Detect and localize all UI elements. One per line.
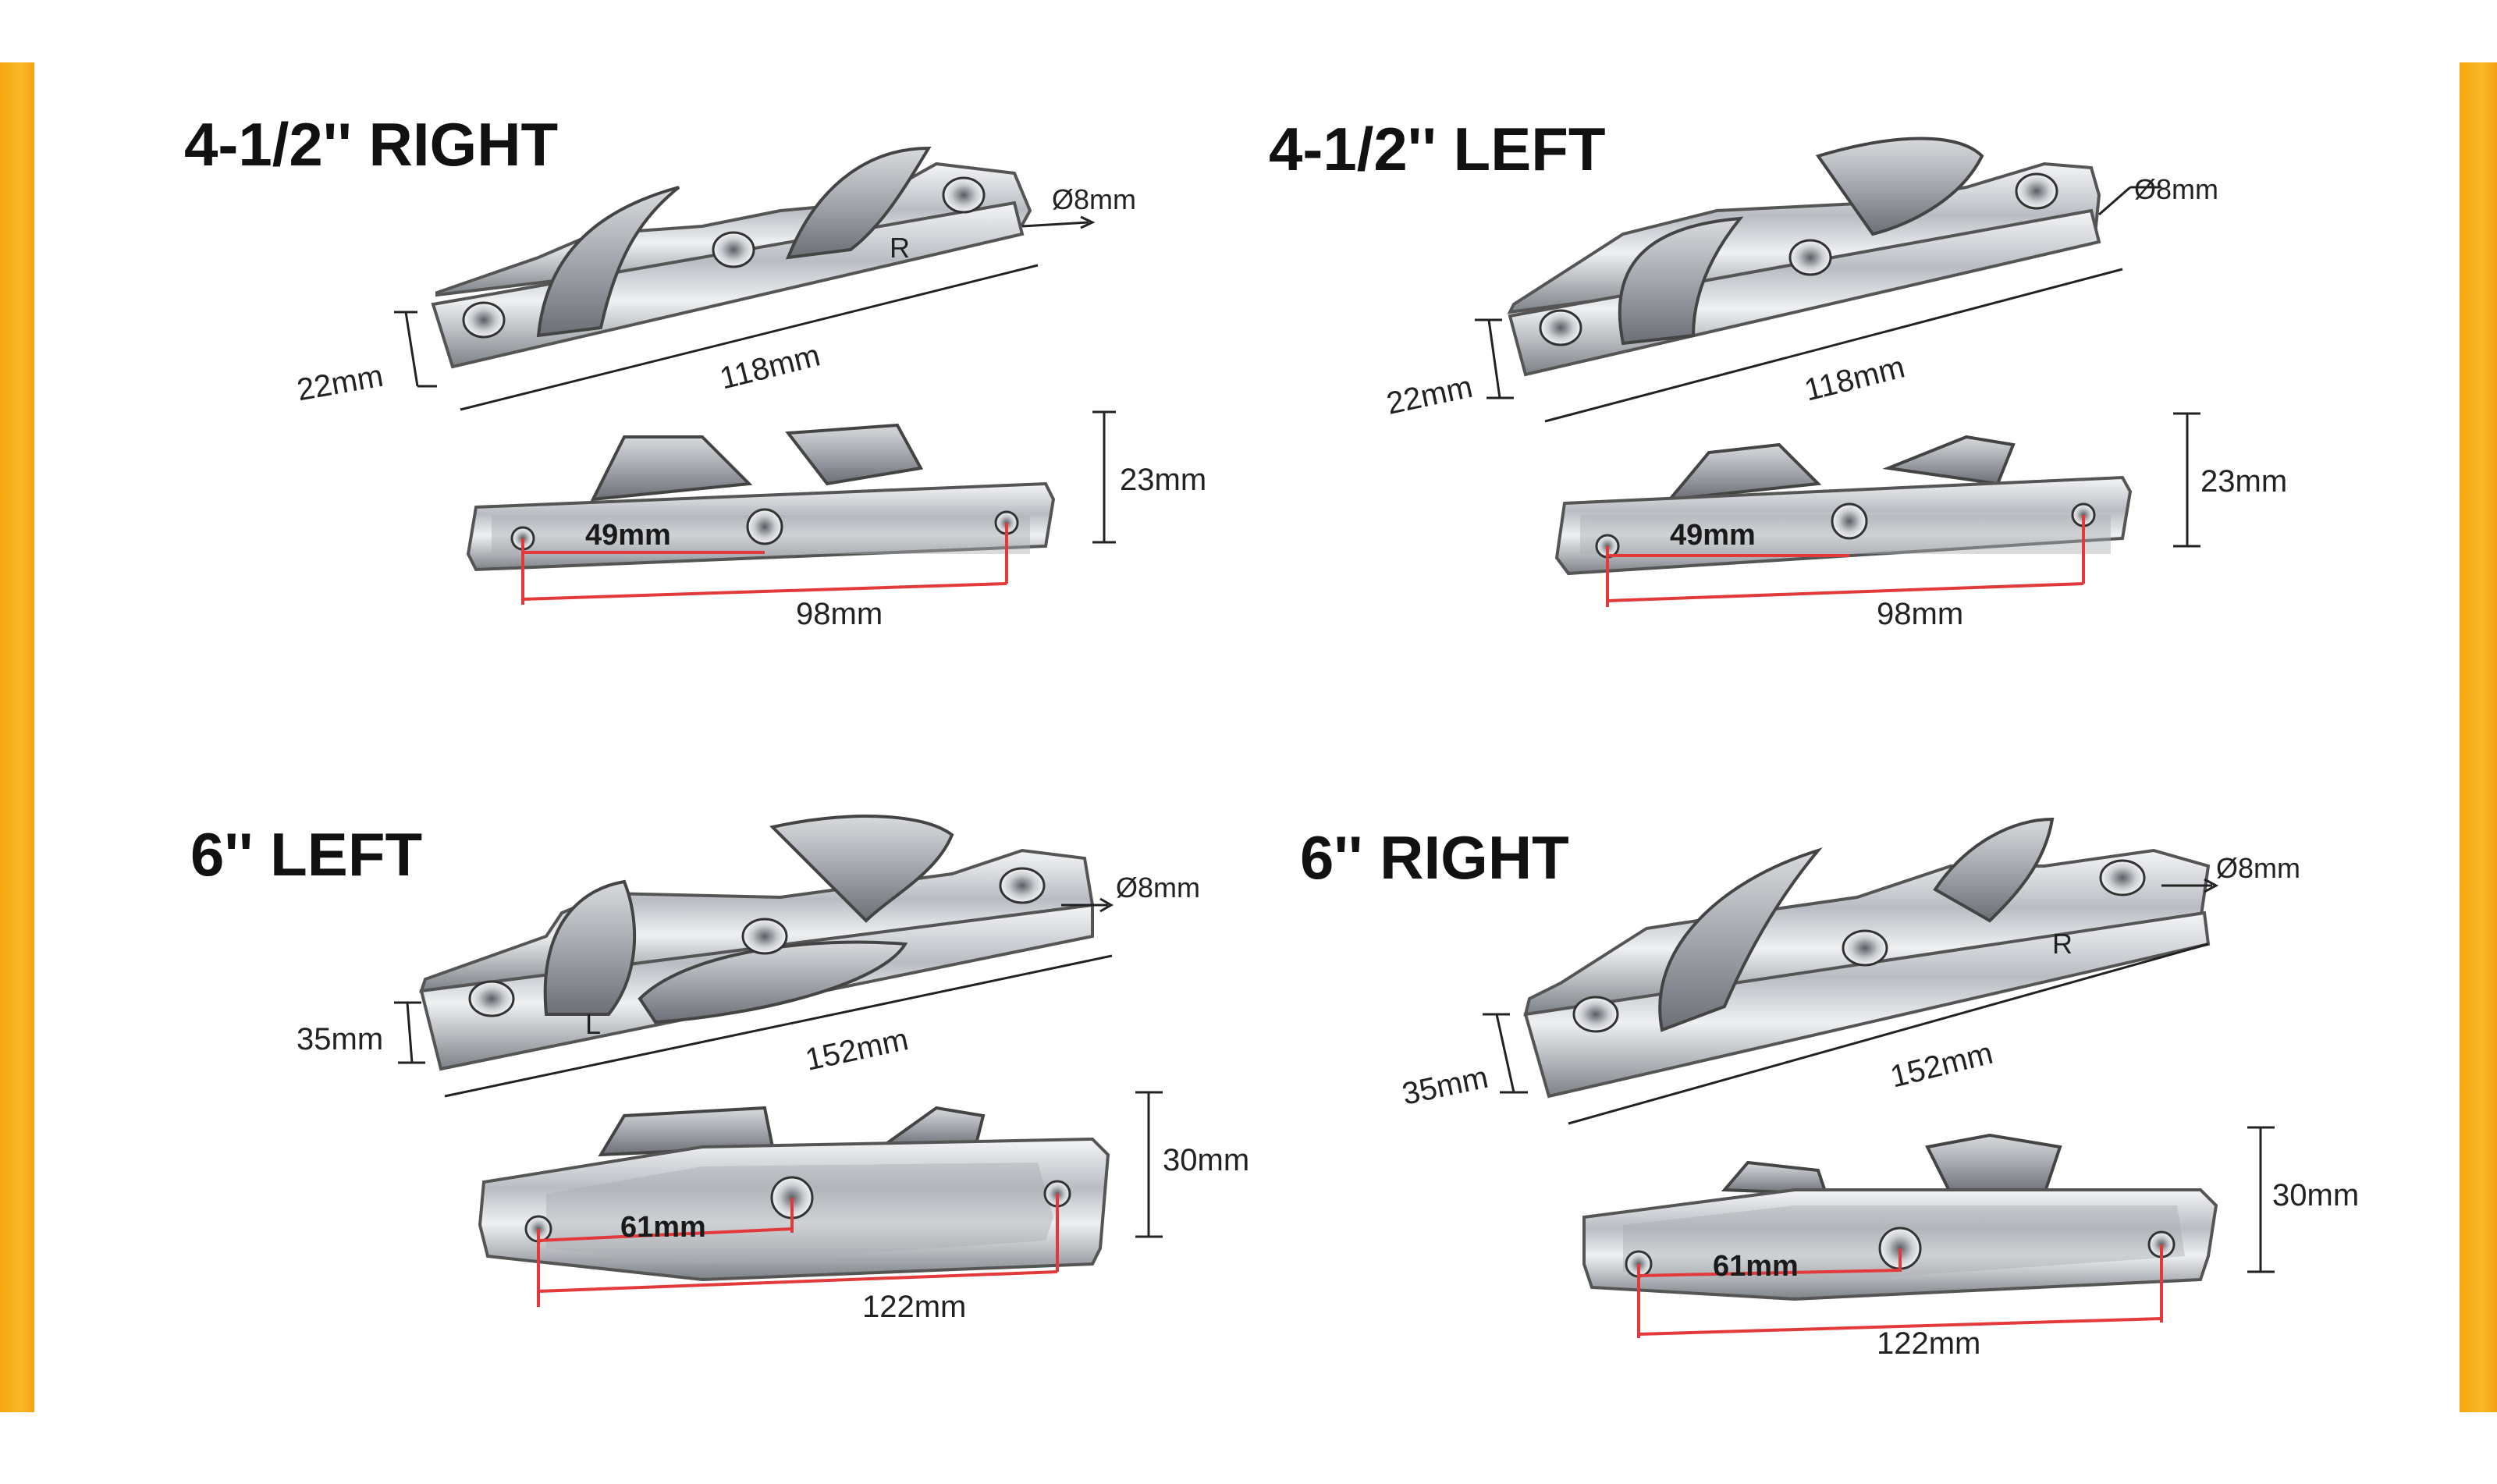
- cleat-bottom-view: [466, 423, 1056, 572]
- cleat-mark: R: [890, 232, 910, 264]
- height-label: 30mm: [2272, 1178, 2359, 1212]
- length-label: 152mm: [802, 1022, 911, 1077]
- cleat-bottom-view: [1554, 435, 2133, 576]
- height-label: 23mm: [2200, 464, 2287, 499]
- width-label: 22mm: [294, 359, 385, 408]
- panel-title: 4-1/2'' LEFT: [1269, 115, 1606, 183]
- center-label: 49mm: [585, 519, 671, 552]
- panel-title: 6'' RIGHT: [1300, 823, 1569, 892]
- height-label: 23mm: [1120, 463, 1206, 497]
- cleat-top-view: [1507, 137, 2101, 377]
- width-label: 35mm: [297, 1022, 383, 1056]
- span-label: 98mm: [796, 597, 883, 631]
- cleat-top-view: L: [419, 815, 1095, 1071]
- hole-label: Ø8mm: [1116, 872, 1200, 904]
- length-label: 118mm: [1801, 350, 1908, 407]
- span-label: 122mm: [862, 1290, 966, 1324]
- hole-label: Ø8mm: [2216, 852, 2300, 884]
- center-label: 49mm: [1670, 519, 1756, 552]
- panel-6-left: 6'' LEFT L 35mm 152mm Ø8mm: [190, 815, 1249, 1324]
- cleat-top-view: R: [431, 146, 1032, 369]
- center-label: 61mm: [1713, 1250, 1799, 1283]
- cleat-mark: R: [2052, 928, 2073, 960]
- height-label: 30mm: [1163, 1143, 1249, 1177]
- cleat-bottom-view: [478, 1106, 1110, 1282]
- length-label: 152mm: [1887, 1036, 1996, 1095]
- hole-label: Ø8mm: [2134, 173, 2218, 205]
- cleat-mark: L: [585, 1008, 601, 1040]
- cleat-bottom-view: [1582, 1133, 2218, 1301]
- cleat-top-view: R: [1523, 817, 2211, 1099]
- width-label: 35mm: [1399, 1060, 1491, 1112]
- span-label: 122mm: [1877, 1326, 1980, 1361]
- center-label: 61mm: [620, 1211, 706, 1244]
- panel-4-5-right: 4-1/2'' RIGHT R 22mm 118mm Ø8mm: [184, 110, 1206, 631]
- panel-6-right: 6'' RIGHT R 35mm 152mm Ø8mm: [1300, 817, 2359, 1361]
- hole-label: Ø8mm: [1052, 183, 1136, 215]
- length-label: 118mm: [716, 338, 823, 396]
- span-label: 98mm: [1877, 597, 1963, 631]
- panel-title: 4-1/2'' RIGHT: [184, 110, 558, 179]
- width-label: 22mm: [1383, 370, 1476, 421]
- right-accent-bar: [2460, 62, 2497, 1412]
- left-accent-bar: [0, 62, 34, 1412]
- panel-4-5-left: 4-1/2'' LEFT 22mm 118mm Ø8mm: [1269, 115, 2287, 631]
- panel-title: 6'' LEFT: [190, 820, 422, 889]
